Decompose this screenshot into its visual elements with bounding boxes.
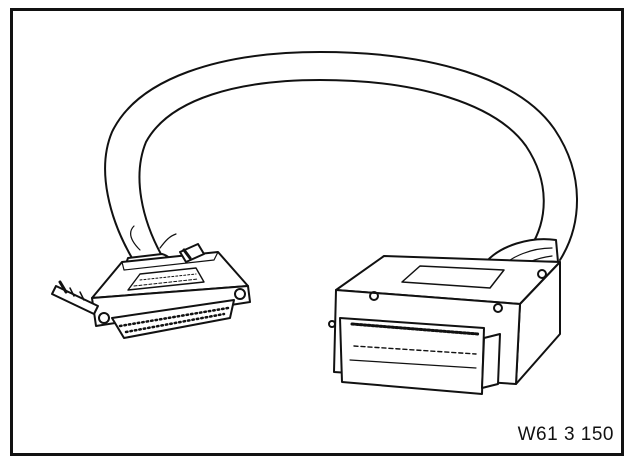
cable <box>104 51 578 261</box>
figure-code: W61 3 150 <box>517 424 614 445</box>
ecu-connector <box>328 255 561 395</box>
d-sub-connector <box>91 251 251 339</box>
thumb-screw-right <box>179 243 205 263</box>
thumb-screw-left <box>51 280 99 315</box>
figure-frame <box>10 8 624 456</box>
